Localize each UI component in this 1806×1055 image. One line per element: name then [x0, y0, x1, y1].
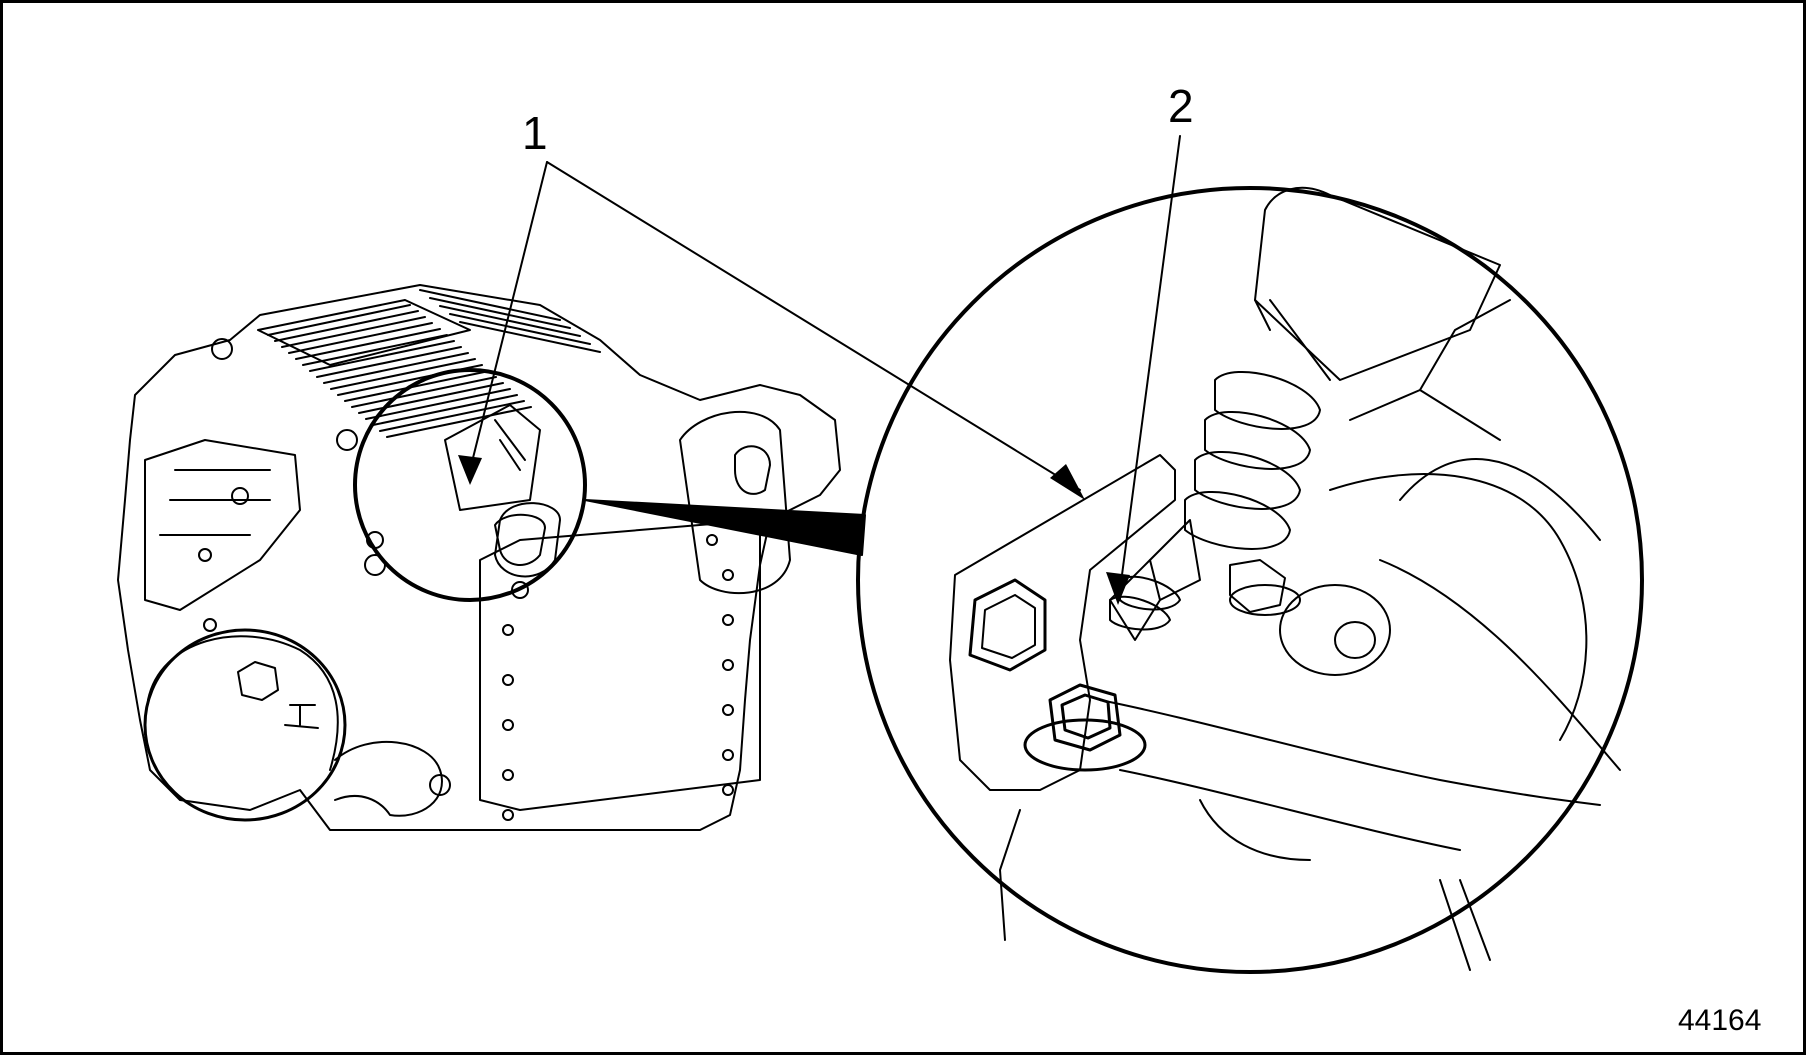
callout-1-label: 1 [522, 107, 548, 159]
arrowhead-2 [1106, 572, 1130, 605]
arrowhead-1a [458, 455, 482, 485]
arrowhead-1b [1050, 464, 1085, 500]
detail-view [856, 186, 1644, 974]
figure-number: 44164 [1678, 1004, 1762, 1037]
magnification-pointer [584, 499, 866, 556]
detail-region-marker [353, 368, 587, 602]
engine-overview [117, 284, 841, 831]
callout-2-label: 2 [1168, 80, 1194, 132]
oil-filler-cap [143, 628, 347, 822]
leader-lines [469, 135, 1181, 591]
